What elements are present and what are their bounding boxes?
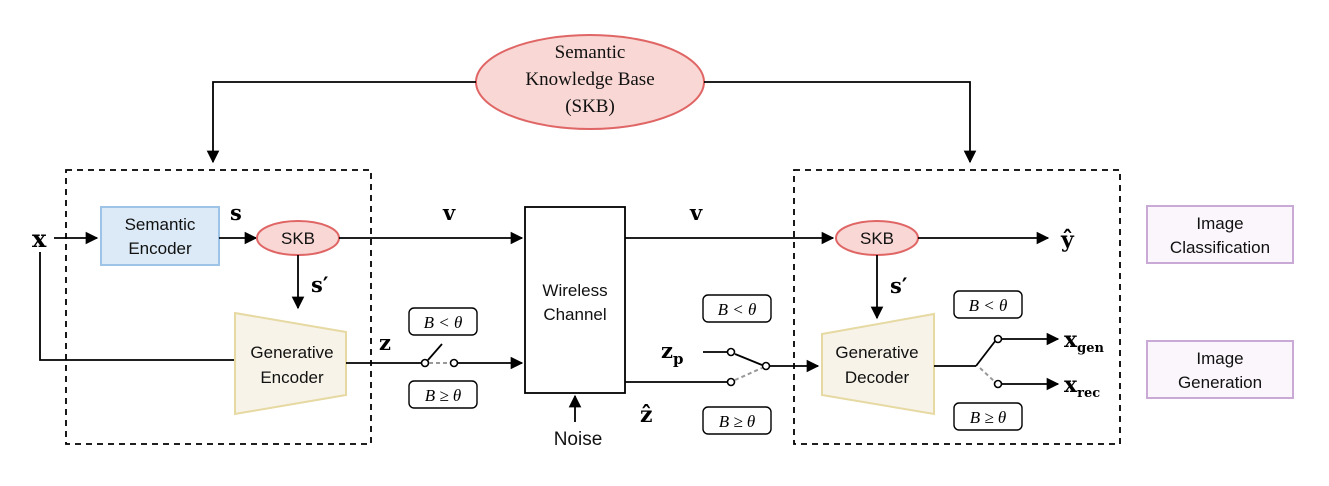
semantic-encoder-line2: Encoder — [128, 239, 192, 258]
wireless-channel-block: Wireless Channel — [524, 206, 626, 394]
rx-condition-lt: B < θ — [702, 294, 772, 323]
skb-to-receiver-arrow — [704, 81, 977, 164]
transmitter-skb: SKB — [256, 220, 340, 256]
generative-decoder-line2: Decoder — [845, 368, 910, 387]
receiver-skb: SKB — [835, 220, 919, 256]
classification-line1: Image — [1196, 214, 1243, 233]
receiver-skb-label: SKB — [860, 229, 894, 248]
semantic-encoder-line1: Semantic — [125, 215, 196, 234]
decoder-condition-lt: B < θ — [953, 290, 1023, 319]
svg-text:B < θ: B < θ — [718, 300, 757, 319]
receiver-boundary — [793, 169, 1121, 445]
symbol-z-p: zp — [661, 338, 683, 368]
symbol-x-rec: xrec — [1064, 372, 1100, 401]
output-switch-contact-bottom — [993, 379, 1003, 389]
semantic-knowledge-base: Semantic Knowledge Base (SKB) — [475, 34, 705, 130]
rx-switch-blade — [734, 353, 763, 366]
generative-decoder-block: Generative Decoder — [821, 312, 935, 416]
symbol-x-gen: xgen — [1064, 327, 1104, 356]
x-to-generative-encoder-arrow — [39, 252, 257, 367]
tx-switch-pivot — [420, 358, 430, 368]
noise-label: Noise — [554, 429, 603, 450]
tx-switch-contact — [449, 358, 459, 368]
tx-condition-ge: B ≥ θ — [408, 380, 478, 409]
output-switch-contact-top — [993, 334, 1003, 344]
output-switch-blade — [975, 339, 997, 367]
wireless-channel-line2: Channel — [543, 305, 606, 324]
symbol-s-prime-rx: s′ — [890, 273, 908, 298]
tx-condition-lt: B < θ — [408, 307, 478, 336]
generative-encoder-line1: Generative — [250, 343, 333, 362]
image-generation-box: Image Generation — [1146, 340, 1294, 399]
rx-switch-dashed — [734, 367, 763, 381]
svg-text:B ≥ θ: B ≥ θ — [425, 386, 462, 405]
generative-encoder-line2: Encoder — [260, 368, 324, 387]
symbol-s-prime-tx: s′ — [311, 272, 329, 297]
symbol-z-hat: ẑ — [640, 402, 653, 428]
transmitter-boundary — [65, 169, 372, 445]
rx-switch-contact-top — [726, 347, 736, 357]
rx-switch-pivot — [761, 361, 771, 371]
generation-line1: Image — [1196, 349, 1243, 368]
skb-main-line2: Knowledge Base — [525, 69, 654, 90]
svg-text:B ≥ θ: B ≥ θ — [719, 412, 756, 431]
symbol-z: z — [379, 330, 391, 355]
generative-decoder-line1: Generative — [835, 343, 918, 362]
generation-line2: Generation — [1178, 373, 1262, 392]
rx-condition-ge: B ≥ θ — [702, 406, 772, 435]
semantic-encoder-block: Semantic Encoder — [100, 206, 220, 266]
decoder-condition-ge: B ≥ θ — [953, 402, 1023, 431]
svg-text:B < θ: B < θ — [969, 296, 1008, 315]
symbol-x-input: x — [32, 224, 47, 253]
svg-text:B ≥ θ: B ≥ θ — [970, 408, 1007, 427]
image-classification-box: Image Classification — [1146, 205, 1294, 264]
symbol-v-rx: v — [689, 200, 703, 225]
svg-text:B < θ: B < θ — [424, 313, 463, 332]
skb-to-transmitter-arrow — [206, 81, 476, 164]
generative-encoder-block: Generative Encoder — [234, 311, 347, 416]
tx-switch-blade — [427, 343, 443, 361]
skb-main-line1: Semantic — [555, 42, 626, 63]
output-switch-dashed — [979, 367, 996, 383]
symbol-y-hat: ŷ — [1060, 227, 1075, 253]
symbol-v-tx: v — [442, 200, 456, 225]
transmitter-skb-label: SKB — [281, 229, 315, 248]
skb-main-line3: (SKB) — [565, 96, 615, 117]
wireless-channel-line1: Wireless — [542, 281, 607, 300]
rx-switch-contact-bottom — [726, 377, 736, 387]
symbol-s: s — [230, 200, 242, 225]
classification-line2: Classification — [1170, 238, 1270, 257]
